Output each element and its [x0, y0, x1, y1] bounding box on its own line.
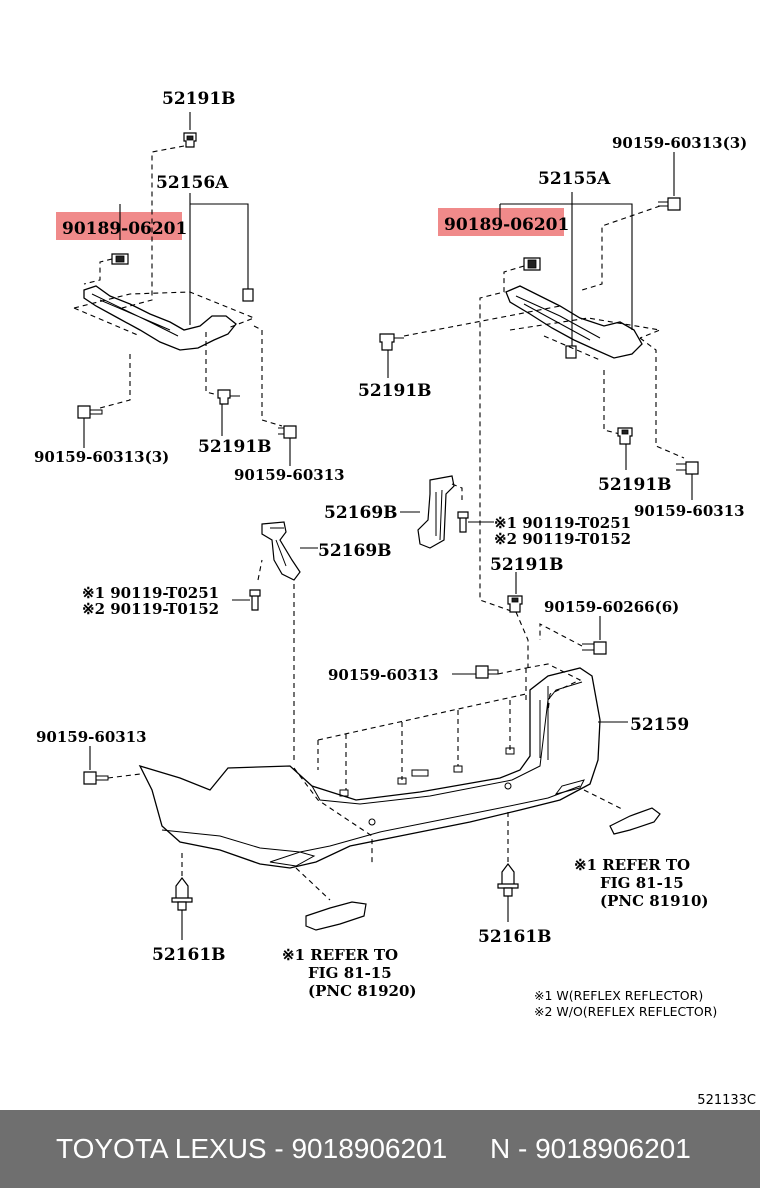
clip-icon [507, 595, 523, 613]
label-90159-left3: 90159-60313(3) [34, 448, 169, 466]
highlight-left [56, 212, 182, 240]
bolt-icon [77, 405, 103, 419]
label-52159: 52159 [630, 715, 689, 735]
bolt-icon [83, 771, 109, 785]
clip-icon [217, 389, 240, 405]
label-90189-right: 90189-06201 [444, 215, 569, 235]
label-52169b-upper: 52169B [324, 503, 398, 523]
label-52191b-top: 52191B [162, 89, 236, 109]
label-90159-60266: 90159-60266(6) [544, 598, 679, 616]
side-bracket-upper [400, 475, 494, 549]
bolt-icon [658, 197, 681, 211]
push-clip-icon [171, 877, 193, 911]
legend-line1: ※1 W(REFLEX REFLECTOR) [534, 988, 703, 1003]
label-52191b-right2: 52191B [598, 475, 672, 495]
clip-icon [617, 427, 633, 445]
label-52161b-left: 52161B [152, 945, 226, 965]
bolt-icon [582, 641, 607, 655]
ref-note-right: ※1 REFER TO FIG 81-15 (PNC 81910) [574, 856, 709, 910]
label-90119-right-1: ※1 90119-T0251 [494, 514, 631, 532]
label-90119-left-1: ※1 90119-T0251 [82, 584, 219, 602]
bolt-icon [676, 461, 699, 475]
clip-icon [183, 132, 197, 148]
ref-note-right-line3: (PNC 81910) [600, 892, 709, 910]
label-90159-left2: 90159-60313 [234, 466, 345, 484]
label-90159-topright: 90159-60313(3) [612, 134, 747, 152]
label-90159-farleft: 90159-60313 [36, 728, 147, 746]
footer-left-text: TOYOTA LEXUS - 9018906201 [56, 1133, 448, 1164]
label-52191b-mid: 52191B [358, 381, 432, 401]
label-90119-right-2: ※2 90119-T0152 [494, 530, 631, 548]
parts-diagram: 52191B 52156A 90189-06201 52155A 90189-0… [34, 89, 756, 1108]
right-retainer-assembly [379, 152, 699, 613]
screw-icon [457, 511, 469, 533]
screw-icon [249, 589, 261, 611]
ref-note-left-line3: (PNC 81920) [308, 982, 417, 1000]
nut-icon [111, 253, 129, 265]
label-52169b-lower: 52169B [318, 541, 392, 561]
footer-right-text: N - 9018906201 [490, 1133, 691, 1164]
legend: ※1 W(REFLEX REFLECTOR) ※2 W/O(REFLEX REF… [534, 988, 717, 1019]
ref-note-left-line2: FIG 81-15 [308, 964, 392, 982]
label-52156a: 52156A [156, 173, 229, 193]
left-retainer-assembly [73, 112, 297, 466]
label-90159-right2: 90159-60313 [634, 502, 745, 520]
ref-note-left-line1: ※1 REFER TO [282, 946, 398, 964]
label-52161b-right: 52161B [478, 927, 552, 947]
label-90119-left-2: ※2 90119-T0152 [82, 600, 219, 618]
nut-icon [523, 257, 541, 271]
ref-note-left: ※1 REFER TO FIG 81-15 (PNC 81920) [282, 946, 417, 1000]
push-clip-icon [497, 863, 519, 897]
part-labels: 52191B 52156A 90189-06201 52155A 90189-0… [34, 89, 747, 965]
clip-icon [379, 333, 404, 351]
highlight-right [438, 208, 564, 236]
ref-note-right-line1: ※1 REFER TO [574, 856, 690, 874]
label-52155a: 52155A [538, 169, 611, 189]
legend-line2: ※2 W/O(REFLEX REFLECTOR) [534, 1004, 717, 1019]
label-90159-center: 90159-60313 [328, 666, 439, 684]
footer-bar: TOYOTA LEXUS - 9018906201 N - 9018906201 [0, 1110, 760, 1188]
ref-note-right-line2: FIG 81-15 [600, 874, 684, 892]
side-bracket-lower [232, 521, 318, 760]
figure-code: 521133C [697, 1093, 756, 1108]
bumper-cover [83, 572, 661, 940]
label-90189-left: 90189-06201 [62, 219, 187, 239]
label-52191b-left2: 52191B [198, 437, 272, 457]
bolt-icon [475, 665, 499, 679]
bolt-icon [278, 425, 297, 439]
label-52191b-low: 52191B [490, 555, 564, 575]
